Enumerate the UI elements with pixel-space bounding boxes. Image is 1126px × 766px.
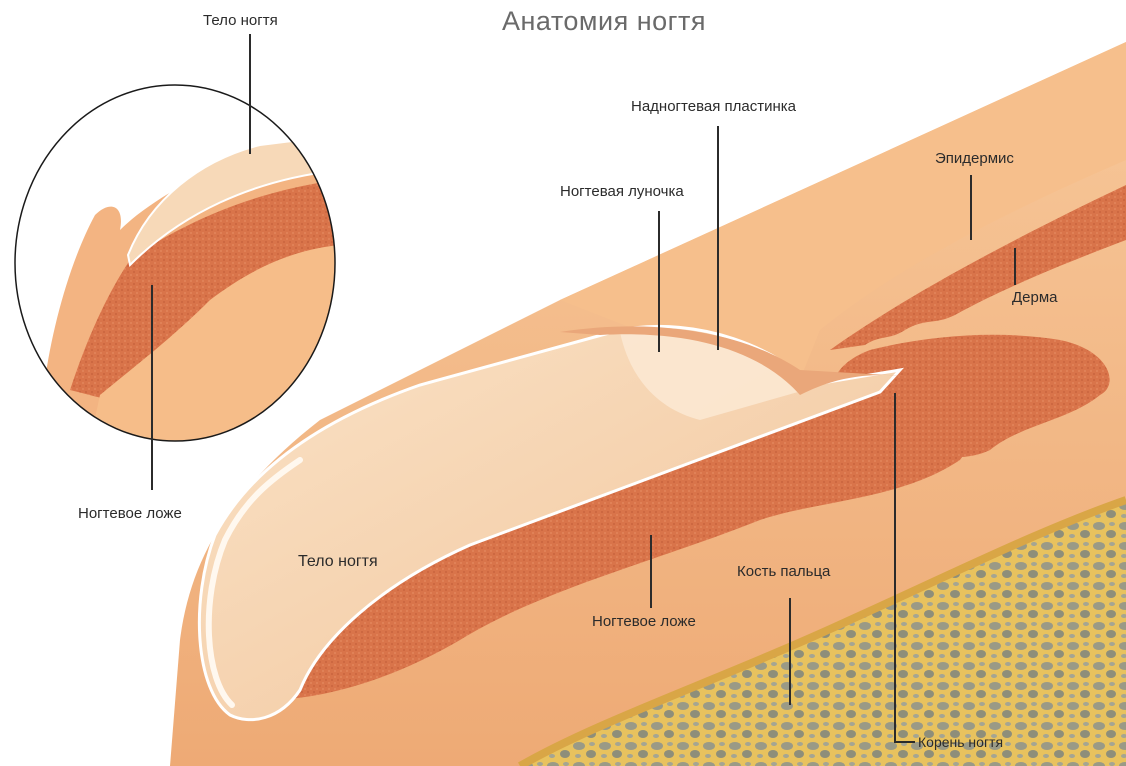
label-nail-body: Тело ногтя: [298, 553, 378, 570]
label-lunula: Ногтевая луночка: [560, 183, 684, 200]
label-eponychium: Надногтевая пластинка: [631, 98, 796, 115]
diagram-title: Анатомия ногтя: [502, 6, 706, 37]
label-epidermis: Эпидермис: [935, 150, 1014, 167]
label-dermis: Дерма: [1012, 289, 1058, 306]
label-nail-bed: Ногтевое ложе: [592, 613, 696, 630]
inset-magnified-view: [10, 80, 340, 450]
label-inset-nail-body: Тело ногтя: [203, 12, 278, 29]
label-nail-root: Корень ногтя: [918, 734, 1003, 751]
label-inset-nail-bed: Ногтевое ложе: [78, 505, 182, 522]
label-finger-bone: Кость пальца: [737, 563, 830, 580]
